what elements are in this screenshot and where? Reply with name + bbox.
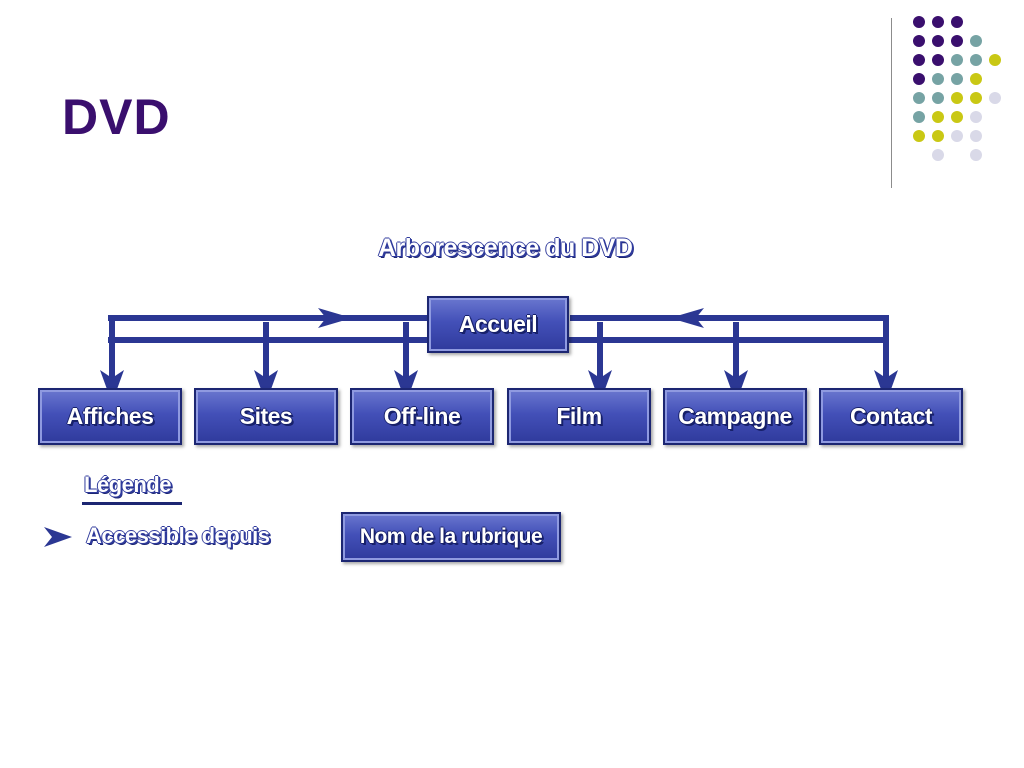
arrowhead-campagne (724, 370, 748, 403)
node-accueil: Accueil (427, 296, 569, 353)
node-label: Affiches (66, 403, 154, 429)
arrowhead-sites (254, 370, 278, 403)
node-sites: Sites (194, 388, 338, 445)
node-label: Campagne (678, 403, 792, 429)
legend-arrow-label: Accessible depuis (86, 523, 270, 548)
arrowhead-offline (394, 370, 418, 403)
legend-title: Légende (84, 472, 171, 497)
legend-box-label: Nom de la rubrique (359, 525, 543, 548)
arrowhead-film (588, 370, 612, 403)
node-campagne: Campagne (663, 388, 807, 445)
rail-arrow-right (318, 308, 352, 328)
arrowhead-contact (874, 370, 898, 403)
arrowhead-affiches (100, 370, 124, 403)
node-label: Contact (849, 403, 933, 429)
node-label: Off-line (383, 403, 461, 429)
node-film: Film (507, 388, 651, 445)
node-offline: Off-line (350, 388, 494, 445)
node-label: Sites (239, 403, 293, 429)
slide-title: DVD (62, 89, 171, 145)
legend-box-sample: Nom de la rubrique (341, 512, 561, 562)
node-label: Film (556, 403, 602, 429)
rail-arrow-left (670, 308, 704, 328)
legend-underline (82, 502, 182, 505)
legend-arrow-icon (44, 527, 72, 547)
title-divider-line (891, 18, 892, 188)
node-affiches: Affiches (38, 388, 182, 445)
node-contact: Contact (819, 388, 963, 445)
diagram-title: Arborescence du DVD (378, 234, 633, 262)
node-label: Accueil (458, 311, 538, 337)
